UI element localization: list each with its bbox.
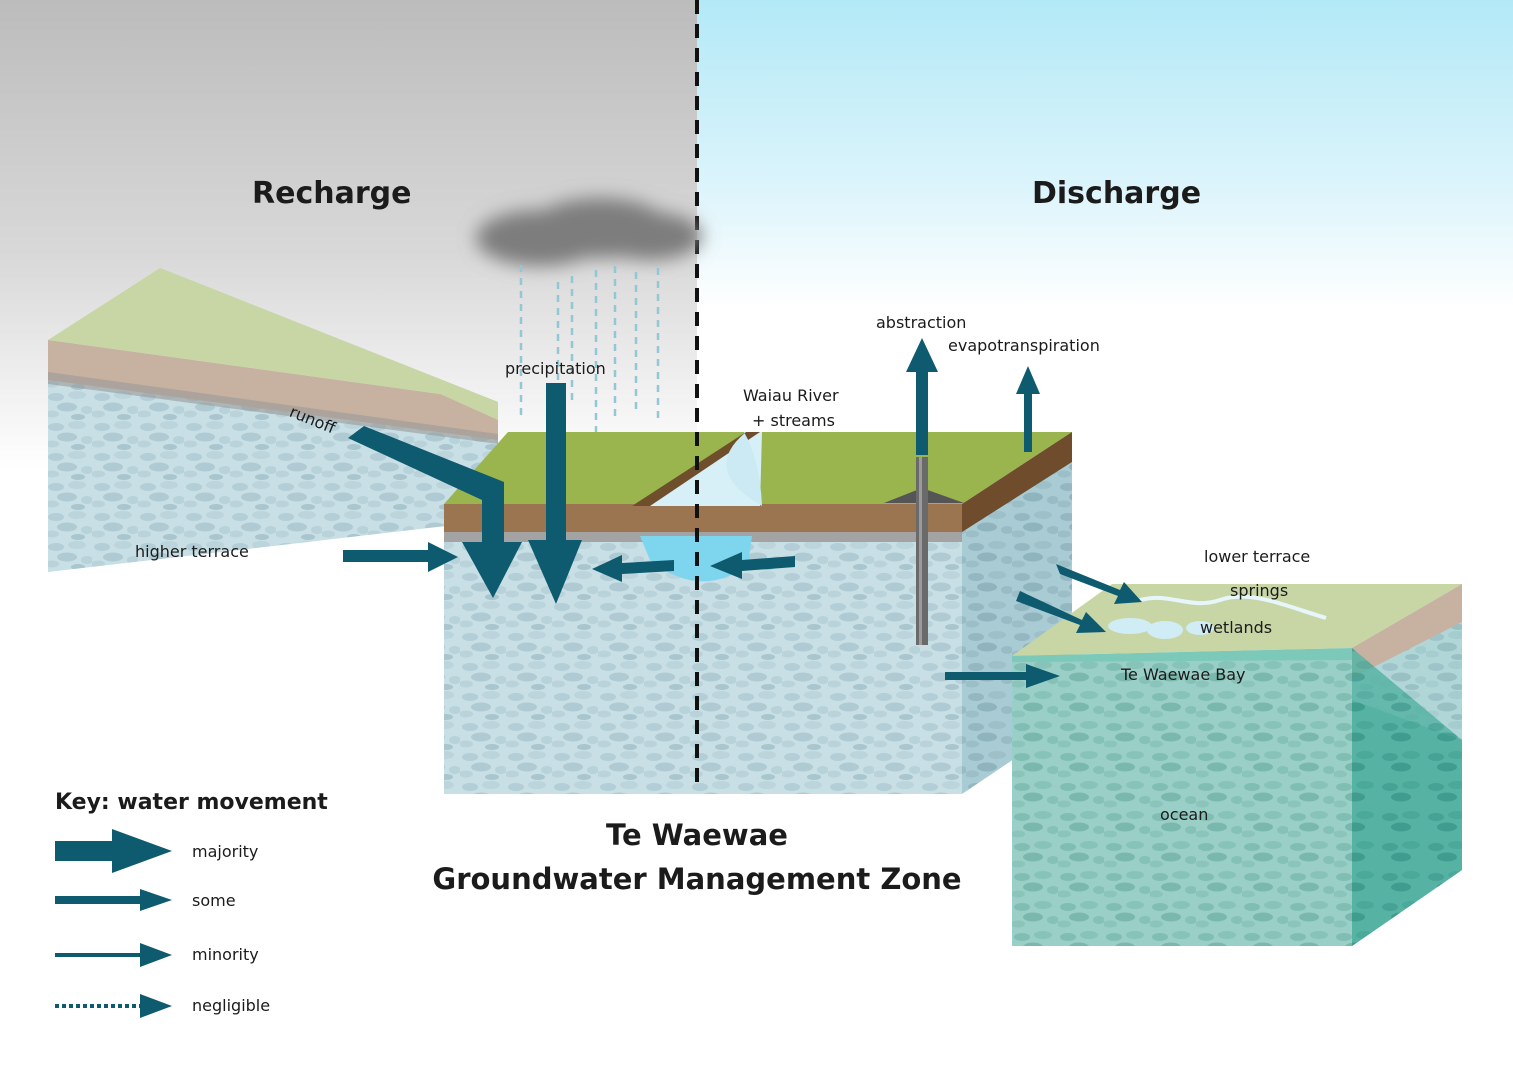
key-title: Key: water movement (55, 790, 328, 815)
springs-stream (1139, 594, 1327, 620)
ocean-block (1012, 648, 1462, 946)
diagram-title-line2: Groundwater Management Zone (432, 862, 962, 896)
discharge-heading: Discharge (1032, 176, 1202, 211)
wetlands-ponds (1108, 618, 1214, 639)
key-arrow-majority (55, 829, 172, 873)
central-aquifer-block (444, 432, 1072, 794)
bay-label: Te Waewae Bay (1121, 665, 1246, 684)
key-arrow-some (55, 889, 172, 911)
bay-outflow-arrow (945, 664, 1060, 688)
river-label-line1: Waiau River (743, 386, 839, 405)
abstraction-label: abstraction (876, 313, 967, 332)
evapotranspiration-arrow (1016, 366, 1040, 452)
diagram-title-line1: Te Waewae (606, 818, 788, 852)
ocean-label: ocean (1160, 805, 1209, 824)
rain (519, 265, 660, 432)
rain-cloud (476, 198, 702, 266)
key-arrows (55, 829, 172, 1018)
wetlands-label: wetlands (1200, 618, 1273, 637)
lower-terrace-label: lower terrace (1204, 547, 1311, 566)
river-inflow-arrow-1 (592, 555, 674, 582)
key-label-negligible: negligible (192, 996, 271, 1015)
higher-terrace-label: higher terrace (135, 542, 249, 561)
precipitation-label: precipitation (505, 359, 606, 378)
abstraction-arrow (906, 338, 938, 455)
key-arrow-negligible-head (140, 994, 172, 1018)
well-pipe (884, 457, 964, 645)
key-label-minority: minority (192, 945, 259, 964)
key-arrow-minority (55, 943, 172, 967)
river-label-line2: + streams (752, 411, 835, 430)
evapotranspiration-label: evapotranspiration (948, 336, 1100, 355)
higher-terrace-inflow-arrow (343, 542, 458, 572)
river-inflow-arrow-2 (710, 552, 795, 579)
springs-outflow-arrow (1056, 564, 1142, 604)
precipitation-arrow (528, 383, 582, 604)
key-label-some: some (192, 891, 236, 910)
wetlands-outflow-arrow (1016, 591, 1106, 633)
key-label-majority: majority (192, 842, 259, 861)
higher-terrace-block (48, 268, 498, 572)
recharge-heading: Recharge (252, 176, 412, 211)
springs-label: springs (1230, 581, 1289, 600)
runoff-arrow (348, 426, 522, 598)
sky-discharge (697, 0, 1513, 310)
